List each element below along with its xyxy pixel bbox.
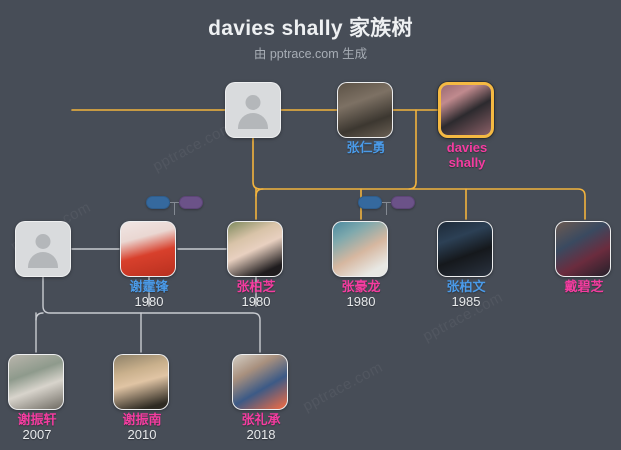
person-card-davies-shally[interactable]: davies shally (438, 82, 496, 170)
person-name: 戴碧芝 (564, 279, 604, 294)
person-name: 谢霆锋 (129, 279, 169, 294)
person-photo-image (438, 222, 492, 276)
person-photo-image (556, 222, 610, 276)
person-placeholder-icon (226, 83, 280, 137)
person-photo-image (338, 83, 392, 137)
person-year: 2007 (22, 427, 52, 442)
person-name: 张豪龙 (341, 279, 381, 294)
page-title: davies shally 家族树 (208, 17, 413, 40)
person-photo[interactable] (227, 221, 283, 277)
person-photo-image (9, 355, 63, 409)
person-placeholder-icon (16, 222, 70, 276)
person-photo-placeholder[interactable] (15, 221, 71, 277)
person-photo[interactable] (113, 354, 169, 410)
person-card-xie-tingfeng[interactable]: 谢霆锋 1980 (120, 221, 178, 310)
watermark: pptrace.com (150, 118, 236, 176)
person-card-zhang-licheng[interactable]: 张礼承 2018 (232, 354, 290, 443)
person-year: 2018 (246, 427, 276, 442)
person-name: 张柏文 (446, 279, 486, 294)
person-year: 1985 (451, 294, 481, 309)
person-name: davies shally (438, 140, 496, 170)
person-name: 张礼承 (241, 412, 281, 427)
person-photo[interactable] (337, 82, 393, 138)
person-card-zhang-haolong[interactable]: 张豪龙 1980 (332, 221, 390, 310)
badge-stem (174, 202, 175, 215)
person-year: 1980 (346, 294, 376, 309)
relation-badge-purple[interactable] (179, 196, 203, 209)
person-card-zhang-baiwen[interactable]: 张柏文 1985 (437, 221, 495, 310)
person-name-line2: shally (448, 155, 486, 170)
page-header: davies shally 家族树 由 pptrace.com 生成 (0, 16, 621, 63)
person-photo-image (233, 355, 287, 409)
person-year: 1980 (241, 294, 271, 309)
person-year: 1980 (134, 294, 164, 309)
person-photo[interactable] (437, 221, 493, 277)
person-year: 2010 (127, 427, 157, 442)
page-subtitle: 由 pptrace.com 生成 (253, 47, 368, 61)
person-card-unknown[interactable] (225, 82, 283, 138)
person-photo[interactable] (120, 221, 176, 277)
person-name-line1: davies (446, 140, 488, 155)
watermark: pptrace.com (300, 358, 386, 416)
person-card-dai-bizhi[interactable]: 戴碧芝 (555, 221, 613, 294)
person-name: 张柏芝 (236, 279, 276, 294)
person-card-unknown-2[interactable] (15, 221, 73, 277)
relation-badge-purple[interactable] (391, 196, 415, 209)
badge-stem (386, 202, 387, 215)
person-photo-image (441, 85, 491, 135)
person-photo[interactable] (332, 221, 388, 277)
person-photo-focused[interactable] (438, 82, 494, 138)
person-name: 谢振轩 (17, 412, 57, 427)
person-card-xie-zhennan[interactable]: 谢振南 2010 (113, 354, 171, 443)
person-photo-image (121, 222, 175, 276)
person-photo-image (114, 355, 168, 409)
person-card-zhang-renyong[interactable]: 张仁勇 (337, 82, 395, 155)
relation-badge-blue[interactable] (146, 196, 170, 209)
person-photo[interactable] (555, 221, 611, 277)
person-photo-image (228, 222, 282, 276)
person-photo[interactable] (232, 354, 288, 410)
person-card-zhang-baizhi[interactable]: 张柏芝 1980 (227, 221, 285, 310)
person-photo-placeholder[interactable] (225, 82, 281, 138)
person-photo-image (333, 222, 387, 276)
person-photo[interactable] (8, 354, 64, 410)
relation-badge-blue[interactable] (358, 196, 382, 209)
person-card-xie-zhenxuan[interactable]: 谢振轩 2007 (8, 354, 66, 443)
person-name: 张仁勇 (346, 140, 386, 155)
person-name: 谢振南 (122, 412, 162, 427)
